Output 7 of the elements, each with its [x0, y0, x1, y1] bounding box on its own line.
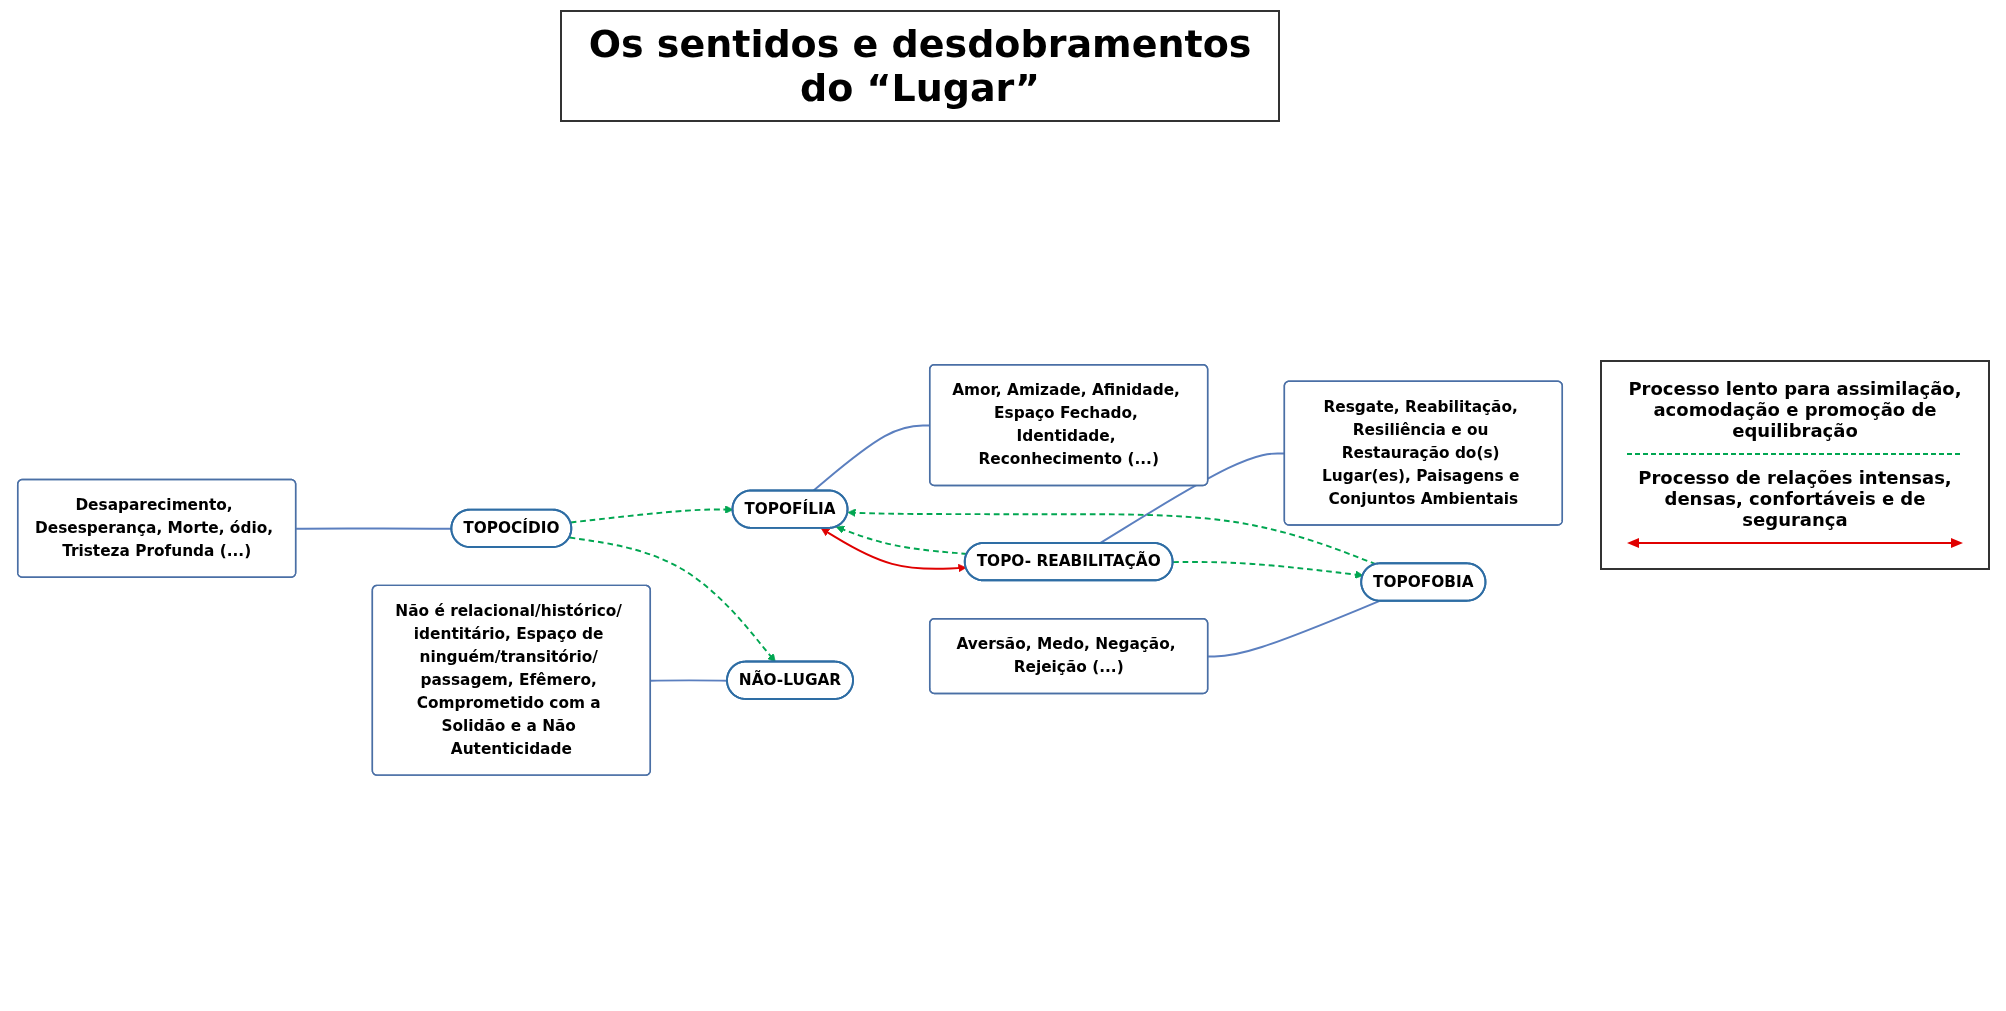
arrow — [1172, 561, 1364, 579]
title: Os sentidos e desdobramentos do “Lugar” — [560, 10, 1280, 122]
arrow — [820, 528, 967, 573]
legend-text: Processo lento para assimilação, acomodação e promoção de equilibração — [1627, 378, 1963, 441]
legend-text: Processo de relações intensas, densas, confortáveis e de segurança — [1637, 467, 1953, 530]
arrow — [568, 536, 776, 663]
connector — [1207, 600, 1381, 658]
